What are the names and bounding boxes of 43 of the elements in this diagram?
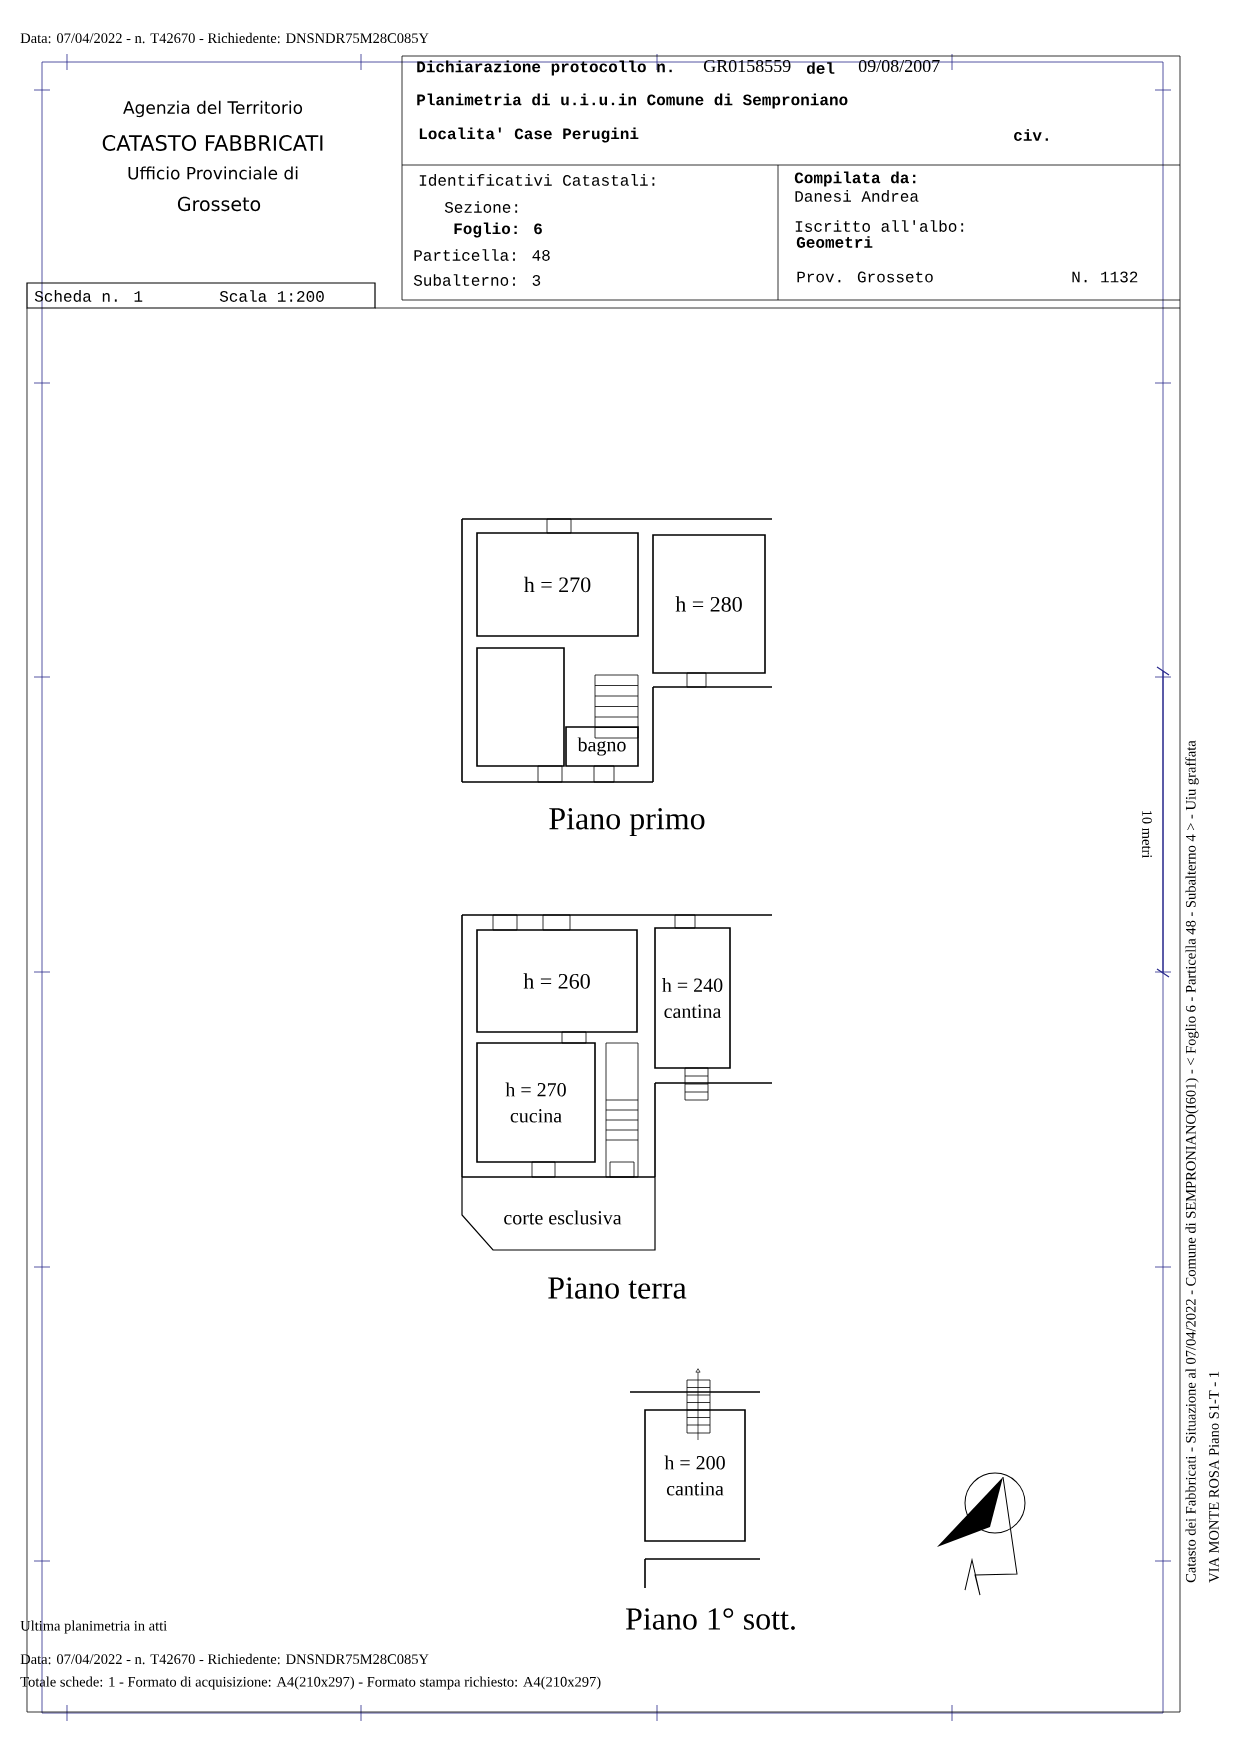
header-field: Dichiarazione protocollo n. — [417, 60, 672, 76]
office-title: CATASTO FABBRICATI — [102, 135, 323, 151]
header-field: Iscritto all'albo: — [795, 220, 964, 232]
room-box: h = 240 cantina — [654, 927, 731, 1069]
floor-title: Piano primo — [549, 808, 705, 836]
footer-note: Data: 07/04/2022 - n. T42670 - Richiedente: DNSNDR75M28C085Y — [20, 1653, 429, 1665]
room-box: h = 270 — [476, 532, 639, 637]
footer-note: Totale schede: 1 - Formato di acquisizione: A4(210x297) - Formato stampa richiesto: A4(210x297) — [20, 1676, 601, 1690]
header-field: Scala 1:200 — [219, 290, 324, 302]
header-field: Danesi Andrea — [795, 190, 919, 202]
header-value: 09/08/2007 — [858, 59, 940, 73]
floor-title: Piano 1° sott. — [625, 1608, 795, 1630]
header-field: Sezione: — [444, 201, 518, 213]
header-field: Particella: 48 — [414, 249, 550, 261]
header-field: Identificativi Catastali: — [419, 174, 655, 186]
room-box: h = 280 — [652, 534, 766, 674]
courtyard-area: corte esclusiva — [461, 1176, 656, 1251]
side-note: Catasto dei Fabbricati - Situazione al 07/04/2022 - Comune di SEMPRONIANO(I601) - < Foglio 6 - Particella 48 - Subalterno 4 > - Uiu graffata — [1185, 740, 1199, 1583]
room-box: bagno — [565, 726, 639, 767]
header-field: Compilata da: — [794, 171, 916, 187]
office-title: Grosseto — [177, 196, 261, 212]
footer-note: Ultima planimetria in atti — [20, 1620, 167, 1634]
header-field: Planimetria di u.i.u.in Comune di Semproniano — [417, 93, 848, 109]
header-field: Prov. Grosseto — [797, 271, 933, 283]
header-field: Scheda n. 1 — [34, 290, 143, 302]
room-box: h = 270 cucina — [476, 1042, 596, 1163]
header-field: Localita' Case Perugini — [419, 127, 639, 143]
header-field: Geometri — [796, 236, 873, 248]
header-field: Subalterno: 3 — [413, 274, 541, 286]
office-title: Agenzia del Territorio — [123, 100, 303, 118]
header-field: del — [806, 62, 835, 74]
header-note: Data: 07/04/2022 - n. T42670 - Richiedente: DNSNDR75M28C085Y — [20, 32, 429, 44]
room-box — [476, 647, 565, 767]
room-box: h = 200 cantina — [644, 1409, 746, 1542]
scale-label: 10 metri — [1142, 810, 1152, 859]
room-box: h = 260 — [476, 929, 638, 1033]
side-note: VIA MONTE ROSA Piano S1-T - 1 — [1209, 1371, 1219, 1583]
office-title: Ufficio Provinciale di — [128, 166, 298, 180]
header-field: N. 1132 — [1072, 271, 1138, 283]
floor-title: Piano terra — [548, 1277, 687, 1299]
header-value: GR0158559 — [703, 59, 791, 73]
header-field: Foglio: 6 — [454, 222, 542, 238]
header-field: civ. — [1014, 129, 1048, 141]
